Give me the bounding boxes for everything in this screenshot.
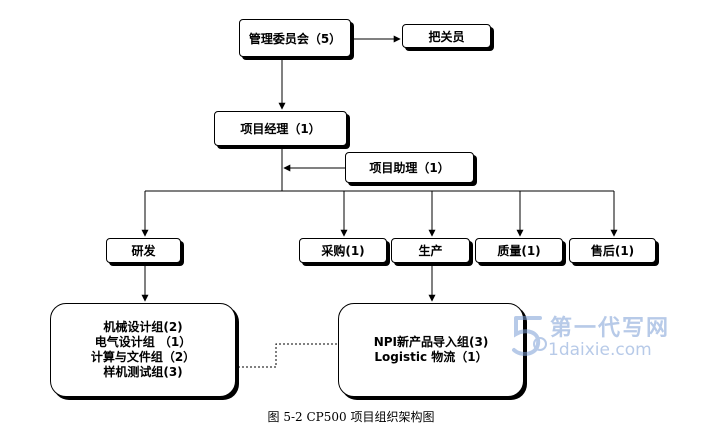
production-group-logistic: Logistic 物流（1） xyxy=(374,350,488,364)
pm-label: 项目经理（1） xyxy=(240,122,321,136)
rd-group-electrical: 电气设计组 （1） xyxy=(94,335,192,349)
production-group-npi: NPI新产品导入组(3) xyxy=(373,335,489,349)
rd-box: 研发 xyxy=(106,238,181,263)
purchasing-label: 采购(1) xyxy=(321,244,365,258)
rd-group-mechanical: 机械设计组(2) xyxy=(103,320,183,334)
rd-group-calculation: 计算与文件组（2） xyxy=(90,350,196,364)
assistant-label: 项目助理（1） xyxy=(369,161,450,175)
pm-box: 项目经理（1） xyxy=(214,111,347,146)
purchasing-box: 采购(1) xyxy=(299,238,387,263)
watermark-text-en: 1daixie.com xyxy=(548,340,652,360)
rd-group-prototype-test: 样机测试组(3) xyxy=(103,365,183,379)
after-sales-label: 售后(1) xyxy=(590,244,635,258)
rd-groups-box: 机械设计组(2) 电气设计组 （1） 计算与文件组（2） 样机测试组(3) xyxy=(50,303,236,397)
quality-box: 质量(1) xyxy=(475,238,563,263)
committee-label: 管理委员会（5） xyxy=(248,31,342,46)
watermark-text-cn: 第一代写网 xyxy=(550,316,671,341)
after-sales-box: 售后(1) xyxy=(569,238,656,263)
figure-caption: 图 5-2 CP500 项目组织架构图 xyxy=(267,410,435,424)
committee-box: 管理委员会（5） xyxy=(239,19,351,57)
production-label: 生产 xyxy=(418,244,443,258)
production-box: 生产 xyxy=(391,238,470,263)
gatekeeper-label: 把关员 xyxy=(428,29,465,44)
watermark-logo-icon xyxy=(512,316,547,356)
rd-label: 研发 xyxy=(131,244,156,258)
quality-label: 质量(1) xyxy=(497,244,541,258)
production-groups-box: NPI新产品导入组(3) Logistic 物流（1） xyxy=(338,303,524,397)
watermark: 第一代写网 1daixie.com xyxy=(510,306,700,366)
assistant-box: 项目助理（1） xyxy=(345,152,474,183)
gatekeeper-box: 把关员 xyxy=(402,24,491,48)
